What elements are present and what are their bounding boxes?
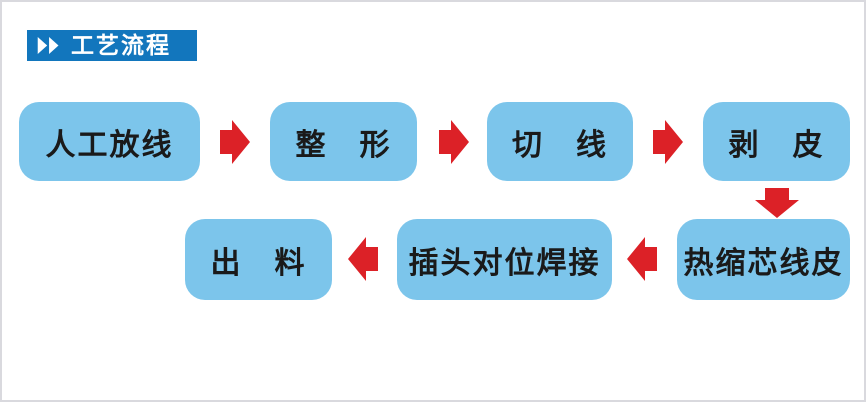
flow-step-discharge: 出 料 (185, 219, 332, 300)
flow-step-label: 整 形 (295, 128, 392, 162)
flow-step-shaping: 整 形 (270, 102, 417, 181)
double-chevron-right-icon (37, 37, 59, 54)
arrow-right-icon (220, 120, 250, 164)
flow-step-label: 剥 皮 (728, 128, 825, 162)
flow-step-label: 插头对位焊接 (408, 246, 601, 280)
flow-step-heat-shrink: 热缩芯线皮 (677, 219, 850, 300)
arrow-down-icon (755, 188, 799, 218)
section-title: 工艺流程 (71, 32, 171, 58)
flow-step-plug-welding: 插头对位焊接 (397, 219, 612, 300)
flow-step-stripping: 剥 皮 (703, 102, 850, 181)
arrow-left-icon (627, 237, 657, 281)
flow-step-wire-cutting: 切 线 (487, 102, 633, 181)
flow-step-manual-payoff: 人工放线 (19, 102, 200, 181)
flow-step-label: 出 料 (210, 246, 307, 280)
section-header: 工艺流程 (27, 30, 197, 61)
flow-step-label: 切 线 (512, 128, 608, 162)
arrow-right-icon (439, 120, 469, 164)
flow-step-label: 人工放线 (45, 128, 174, 162)
flow-step-label: 热缩芯线皮 (683, 246, 844, 280)
arrow-left-icon (348, 237, 378, 281)
arrow-right-icon (653, 120, 683, 164)
